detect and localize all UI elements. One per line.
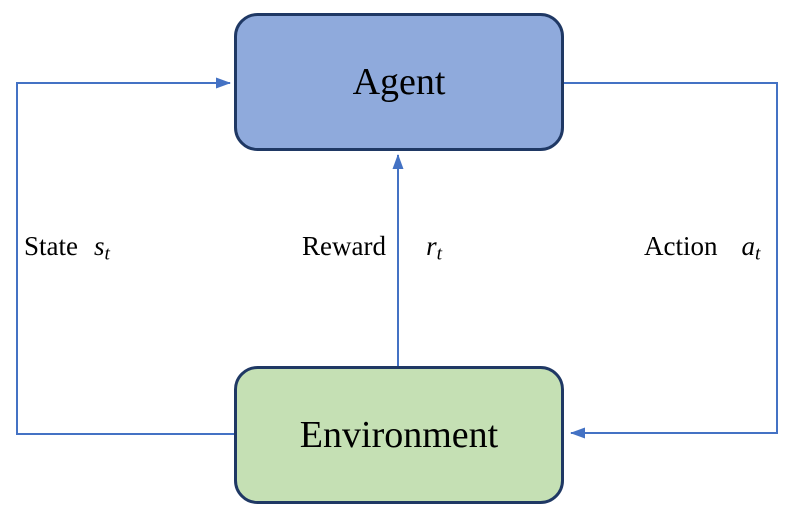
state-arrow — [16, 77, 234, 435]
environment-node — [234, 366, 564, 504]
action-arrow — [564, 82, 778, 439]
agent-node — [234, 13, 564, 151]
